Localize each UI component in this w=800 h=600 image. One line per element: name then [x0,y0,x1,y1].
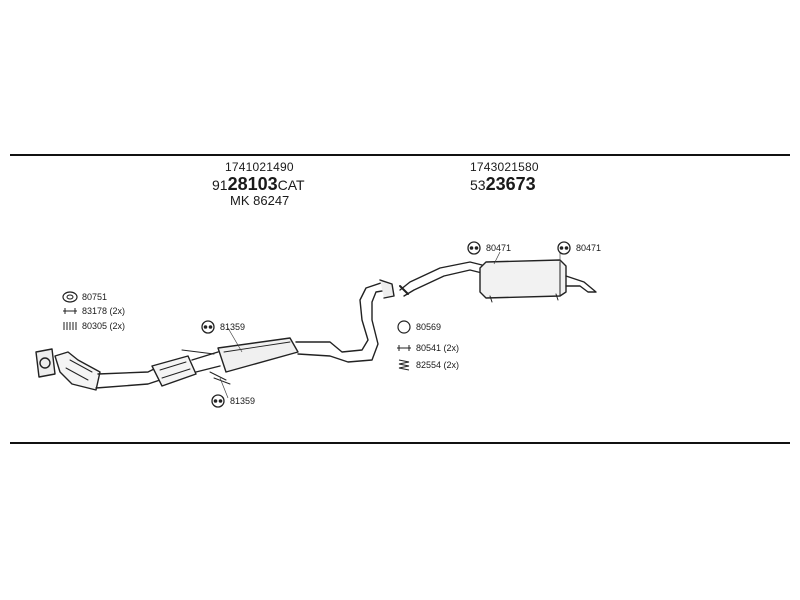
manifold-flange [35,348,56,378]
tailpipe-connector [399,261,487,297]
front-pipe [95,365,161,389]
callout-label: 80305 (2x) [82,321,126,331]
rear-code-main: 23673 [485,174,536,194]
front-catalog-code: 9128103CAT [212,174,305,195]
bolt-spring-icon [63,322,77,330]
rubber-mount-icon [557,241,571,255]
callout-spring-82554: 82554 (2x) [396,358,459,372]
clamp-icon [397,345,411,351]
callout-bolt-80541: 80541 (2x) [396,341,459,355]
callout-rubber-80471-right: 80471 [556,241,601,255]
callout-label: 80569 [416,322,442,332]
callout-label: 83178 (2x) [82,306,126,316]
front-part-number: 1741021490 [225,160,294,174]
front-catalytic-converter [54,351,101,391]
callout-rubber-81359-top: 81359 [200,320,245,334]
top-divider-line [10,154,790,156]
rubber-mount-icon [201,320,215,334]
rubber-mount-icon [211,394,225,408]
rear-muffler [479,259,597,303]
rubber-mount-icon [467,241,481,255]
clamp-icon [63,308,77,314]
callout-bolt-80305: 80305 (2x) [62,319,125,333]
spring-icon [398,359,410,371]
rear-part-number: 1743021580 [470,160,539,174]
rear-code-prefix: 53 [470,177,486,193]
front-kit-number: MK 86247 [230,193,289,208]
callout-gasket-80751: 80751 [62,290,107,304]
front-code-main: 28103 [227,174,278,194]
front-code-prefix: 91 [212,177,228,193]
callout-rubber-80471-left: 80471 [466,241,511,255]
callout-ring-80569: 80569 [396,320,441,334]
main-catalytic-converter [151,355,197,387]
callout-label: 80471 [486,243,512,253]
callout-label: 81359 [220,322,246,332]
callout-label: 82554 (2x) [416,360,460,370]
rear-catalog-code: 5323673 [470,174,536,195]
callout-label: 80751 [82,292,108,302]
intermediate-pipe [191,351,221,373]
callout-rubber-81359-bottom: 81359 [210,394,255,408]
bottom-divider-line [10,442,790,444]
gasket-ring-icon [62,291,78,303]
callout-label: 80541 (2x) [416,343,460,353]
center-resonator [181,337,299,385]
kit-number: 86247 [253,193,290,208]
front-code-suffix: CAT [277,177,305,193]
seal-ring-icon [397,320,411,334]
kit-prefix: MK [230,193,250,208]
rear-pipe [295,279,395,363]
callout-clamp-83178: 83178 (2x) [62,304,125,318]
callout-label: 80471 [576,243,602,253]
callout-label: 81359 [230,396,256,406]
